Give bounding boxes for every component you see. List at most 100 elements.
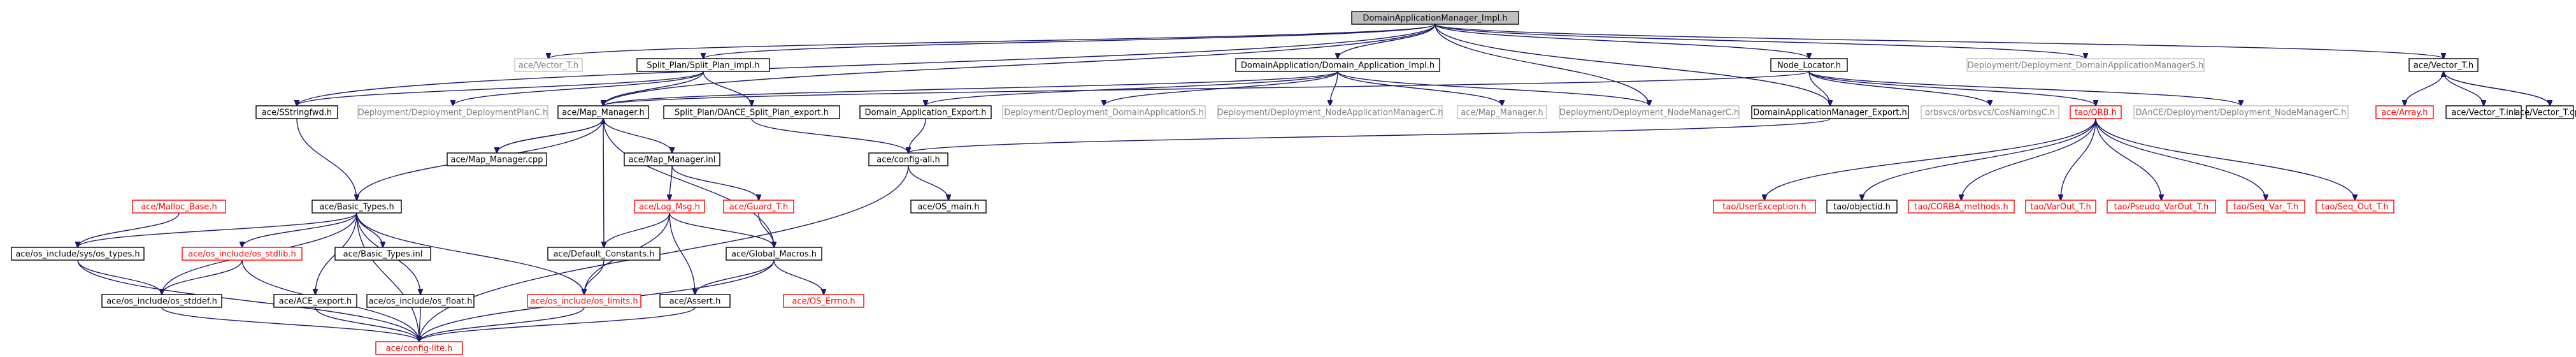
node-ace-guard-t-h-guard-t[interactable]: ace/Guard_T.h: [723, 200, 794, 214]
node-deployment-deployment-nodeapplicationmanagerc-h-dep-nam-c: Deployment/Deployment_NodeApplicationMan…: [1217, 105, 1443, 119]
node-ace-os-include-sys-os-types-h-os-sys-types[interactable]: ace/os_include/sys/os_types.h: [11, 247, 145, 261]
node-label: ace/Vector_T.inl: [2451, 108, 2515, 118]
node-ace-os-errno-h-os-errno[interactable]: ace/OS_Errno.h: [783, 294, 864, 308]
node-label: ace/config-lite.h: [386, 344, 453, 354]
edge-basic_types_h-to-os_sys_types: [78, 212, 357, 247]
node-label: tao/Seq_Var_T.h: [2233, 203, 2299, 212]
node-ace-log-msg-h-log-msg[interactable]: ace/Log_Msg.h: [634, 200, 705, 214]
node-label: Split_Plan/DAnCE_Split_Plan_export.h: [675, 108, 829, 118]
node-ace-os-main-h-os-main[interactable]: ace/OS_main.h: [910, 200, 987, 214]
node-ace-global-macros-h-global-macros[interactable]: ace/Global_Macros.h: [726, 247, 822, 261]
node-label: Split_Plan/Split_Plan_impl.h: [647, 61, 759, 71]
node-label: ace/Vector_T.h: [2414, 61, 2473, 71]
node-box: [663, 105, 840, 119]
node-split-plan-split-plan-impl-h-split-plan-impl[interactable]: Split_Plan/Split_Plan_impl.h: [636, 58, 770, 72]
node-ace-os-include-os-float-h-os-float[interactable]: ace/os_include/os_float.h: [366, 294, 475, 308]
node-ace-os-include-os-stdlib-h-os-stdlib[interactable]: ace/os_include/os_stdlib.h: [182, 247, 303, 261]
edge-os_stddef-to-config_lite: [161, 307, 419, 342]
node-box: [182, 247, 303, 261]
node-box: [527, 294, 641, 308]
node-ace-basic-types-h-basic-types-h[interactable]: ace/Basic_Types.h: [311, 200, 402, 214]
node-box: [2445, 105, 2522, 119]
edge-map_manager_inl-to-guard_t: [671, 165, 759, 200]
edge-node_locator-to-tao_orb_h: [1808, 71, 2096, 106]
node-label: ace/ACE_export.h: [279, 297, 352, 307]
node-ace-map-manager-h-map-manager-h[interactable]: ace/Map_Manager.h: [557, 105, 649, 119]
node-box: [1921, 105, 2059, 119]
edge-tao_orb_h-to-user_exception: [1764, 118, 2096, 200]
node-tao-orb-h-tao-orb-h[interactable]: tao/ORB.h: [2070, 105, 2122, 119]
node-label: DomainApplicationManager_Export.h: [1753, 108, 1907, 118]
node-domainapplicationmanager-impl-h-root[interactable]: DomainApplicationManager_Impl.h: [1351, 11, 1519, 25]
node-box: [2226, 200, 2305, 214]
node-ace-default-constants-h-default-constants[interactable]: ace/Default_Constants.h: [547, 247, 661, 261]
node-label: Domain_Application_Export.h: [864, 108, 986, 118]
node-box: [2107, 200, 2216, 214]
node-domainapplication-domain-application-impl-h-domain-app-impl[interactable]: DomainApplication/Domain_Application_Imp…: [1235, 58, 1440, 72]
edge-node_locator-to-dam_export: [1808, 71, 1830, 106]
node-tao-objectid-h-objectid[interactable]: tao/objectid.h: [1826, 200, 1898, 214]
node-tao-userexception-h-user-exception[interactable]: tao/UserException.h: [1713, 200, 1816, 214]
node-ace-config-lite-h-config-lite[interactable]: ace/config-lite.h: [375, 341, 463, 355]
node-ace-os-include-os-stddef-h-os-stddef[interactable]: ace/os_include/os_stddef.h: [101, 294, 222, 308]
edge-ace_export-to-config_lite: [315, 307, 419, 342]
node-ace-ace-export-h-ace-export[interactable]: ace/ACE_export.h: [273, 294, 357, 308]
node-ace-config-all-h-config-all[interactable]: ace/config-all.h: [868, 152, 948, 166]
node-label: tao/VarOut_T.h: [2030, 203, 2091, 212]
edge-log_msg-to-ace_assert: [669, 212, 695, 295]
edge-basic_types_h-to-os_limits: [356, 212, 584, 295]
node-domain-application-export-h-dom-app-export[interactable]: Domain_Application_Export.h: [859, 105, 992, 119]
node-ace-vector-t-cpp-vector-t-cpp[interactable]: ace/Vector_T.cpp: [2515, 105, 2576, 119]
node-label: tao/CORBA_methods.h: [1914, 203, 2008, 212]
node-box: [132, 200, 226, 214]
node-ace-vector-t-h-vector-t-h-right[interactable]: ace/Vector_T.h: [2408, 58, 2479, 72]
node-box: [2526, 105, 2574, 119]
node-ace-map-manager-inl-map-manager-inl[interactable]: ace/Map_Manager.inl: [624, 152, 720, 166]
node-tao-varout-t-h-varout-t[interactable]: tao/VarOut_T.h: [2025, 200, 2096, 214]
node-ace-vector-t-inl-vector-t-inl[interactable]: ace/Vector_T.inl: [2445, 105, 2522, 119]
node-label: tao/UserException.h: [1722, 203, 1806, 212]
node-split-plan-dance-split-plan-export-h-split-plan-export[interactable]: Split_Plan/DAnCE_Split_Plan_export.h: [663, 105, 840, 119]
node-node-locator-h-node-locator[interactable]: Node_Locator.h: [1770, 58, 1848, 72]
edge-tao_orb_h-to-seq_out_t: [2095, 118, 2355, 200]
edge-os_limits-to-config_lite: [419, 307, 585, 342]
edge-global_macros-to-ace_assert: [695, 259, 775, 295]
node-box: [868, 152, 948, 166]
node-tao-seq-var-t-h-seq-var-t[interactable]: tao/Seq_Var_T.h: [2226, 200, 2305, 214]
edge-split_plan_export-to-config_all: [751, 118, 908, 153]
node-box: [2375, 105, 2434, 119]
node-box: [334, 247, 431, 261]
node-label: tao/objectid.h: [1833, 203, 1891, 212]
edge-dam_export-to-config_all: [908, 118, 1831, 153]
node-ace-array-h-ace-array[interactable]: ace/Array.h: [2375, 105, 2434, 119]
edge-basic_types_h-to-config_lite: [356, 212, 419, 342]
node-ace-os-include-os-limits-h-os-limits[interactable]: ace/os_include/os_limits.h: [527, 294, 641, 308]
edge-node_locator-to-cosnaming_c: [1808, 71, 1990, 106]
edge-log_msg-to-default_constants: [604, 212, 670, 247]
node-tao-seq-out-t-h-seq-out-t[interactable]: tao/Seq_Out_T.h: [2315, 200, 2394, 214]
edge-map_manager_h-to-global_macros: [603, 118, 774, 247]
node-domainapplicationmanager-export-h-dam-export[interactable]: DomainApplicationManager_Export.h: [1751, 105, 1909, 119]
node-ace-basic-types-inl-basic-types-inl[interactable]: ace/Basic_Types.inl: [334, 247, 431, 261]
node-ace-malloc-base-h-malloc-base[interactable]: ace/Malloc_Base.h: [132, 200, 226, 214]
edge-dom_app_export-to-config_all: [908, 118, 926, 153]
node-box: [910, 200, 987, 214]
node-label: ace/Log_Msg.h: [639, 203, 700, 212]
node-ace-map-manager-cpp-map-manager-cpp[interactable]: ace/Map_Manager.cpp: [447, 152, 547, 166]
node-ace-assert-h-ace-assert[interactable]: ace/Assert.h: [659, 294, 731, 308]
node-label: DomainApplicationManager_Impl.h: [1363, 14, 1507, 24]
node-deployment-deployment-domainapplicationmanagers-h-dam-servant-h: Deployment/Deployment_DomainApplicationM…: [1966, 58, 2205, 72]
node-box: [2133, 105, 2349, 119]
node-tao-corba-methods-h-corba-methods[interactable]: tao/CORBA_methods.h: [1908, 200, 2015, 214]
node-box: [1002, 105, 1206, 119]
node-tao-pseudo-varout-t-h-pseudo-varout[interactable]: tao/Pseudo_VarOut_T.h: [2107, 200, 2216, 214]
node-box: [366, 294, 475, 308]
edge-vector_t_h_right-to-ace_array: [2405, 71, 2444, 106]
node-box: [1966, 58, 2205, 72]
node-box: [273, 294, 357, 308]
node-ace-sstringfwd-h-sstringfwd[interactable]: ace/SStringfwd.h: [255, 105, 338, 119]
node-label: ace/SStringfwd.h: [262, 108, 332, 118]
edge-map_manager_cpp-to-map_manager_h: [496, 119, 603, 154]
node-box: [783, 294, 864, 308]
edge-root-to-dam_servant_h: [1435, 24, 2086, 59]
